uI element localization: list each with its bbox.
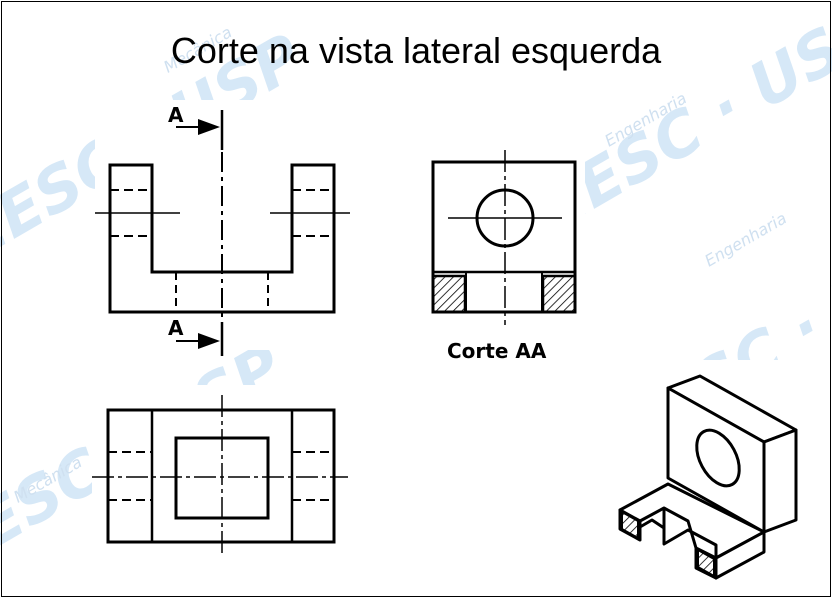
cut-label-bottom: A [168, 316, 184, 340]
cut-arrow-bottom [198, 333, 220, 349]
section-caption: Corte AA [447, 339, 547, 363]
cut-label-top: A [168, 103, 184, 127]
section-aa-view [431, 150, 577, 325]
top-view [92, 395, 348, 555]
isometric-view [618, 374, 798, 580]
isometric-hatch [621, 510, 715, 578]
front-view [95, 110, 350, 356]
cut-arrow-top [198, 119, 220, 135]
slide-title: Corte na vista lateral esquerda [170, 30, 662, 71]
